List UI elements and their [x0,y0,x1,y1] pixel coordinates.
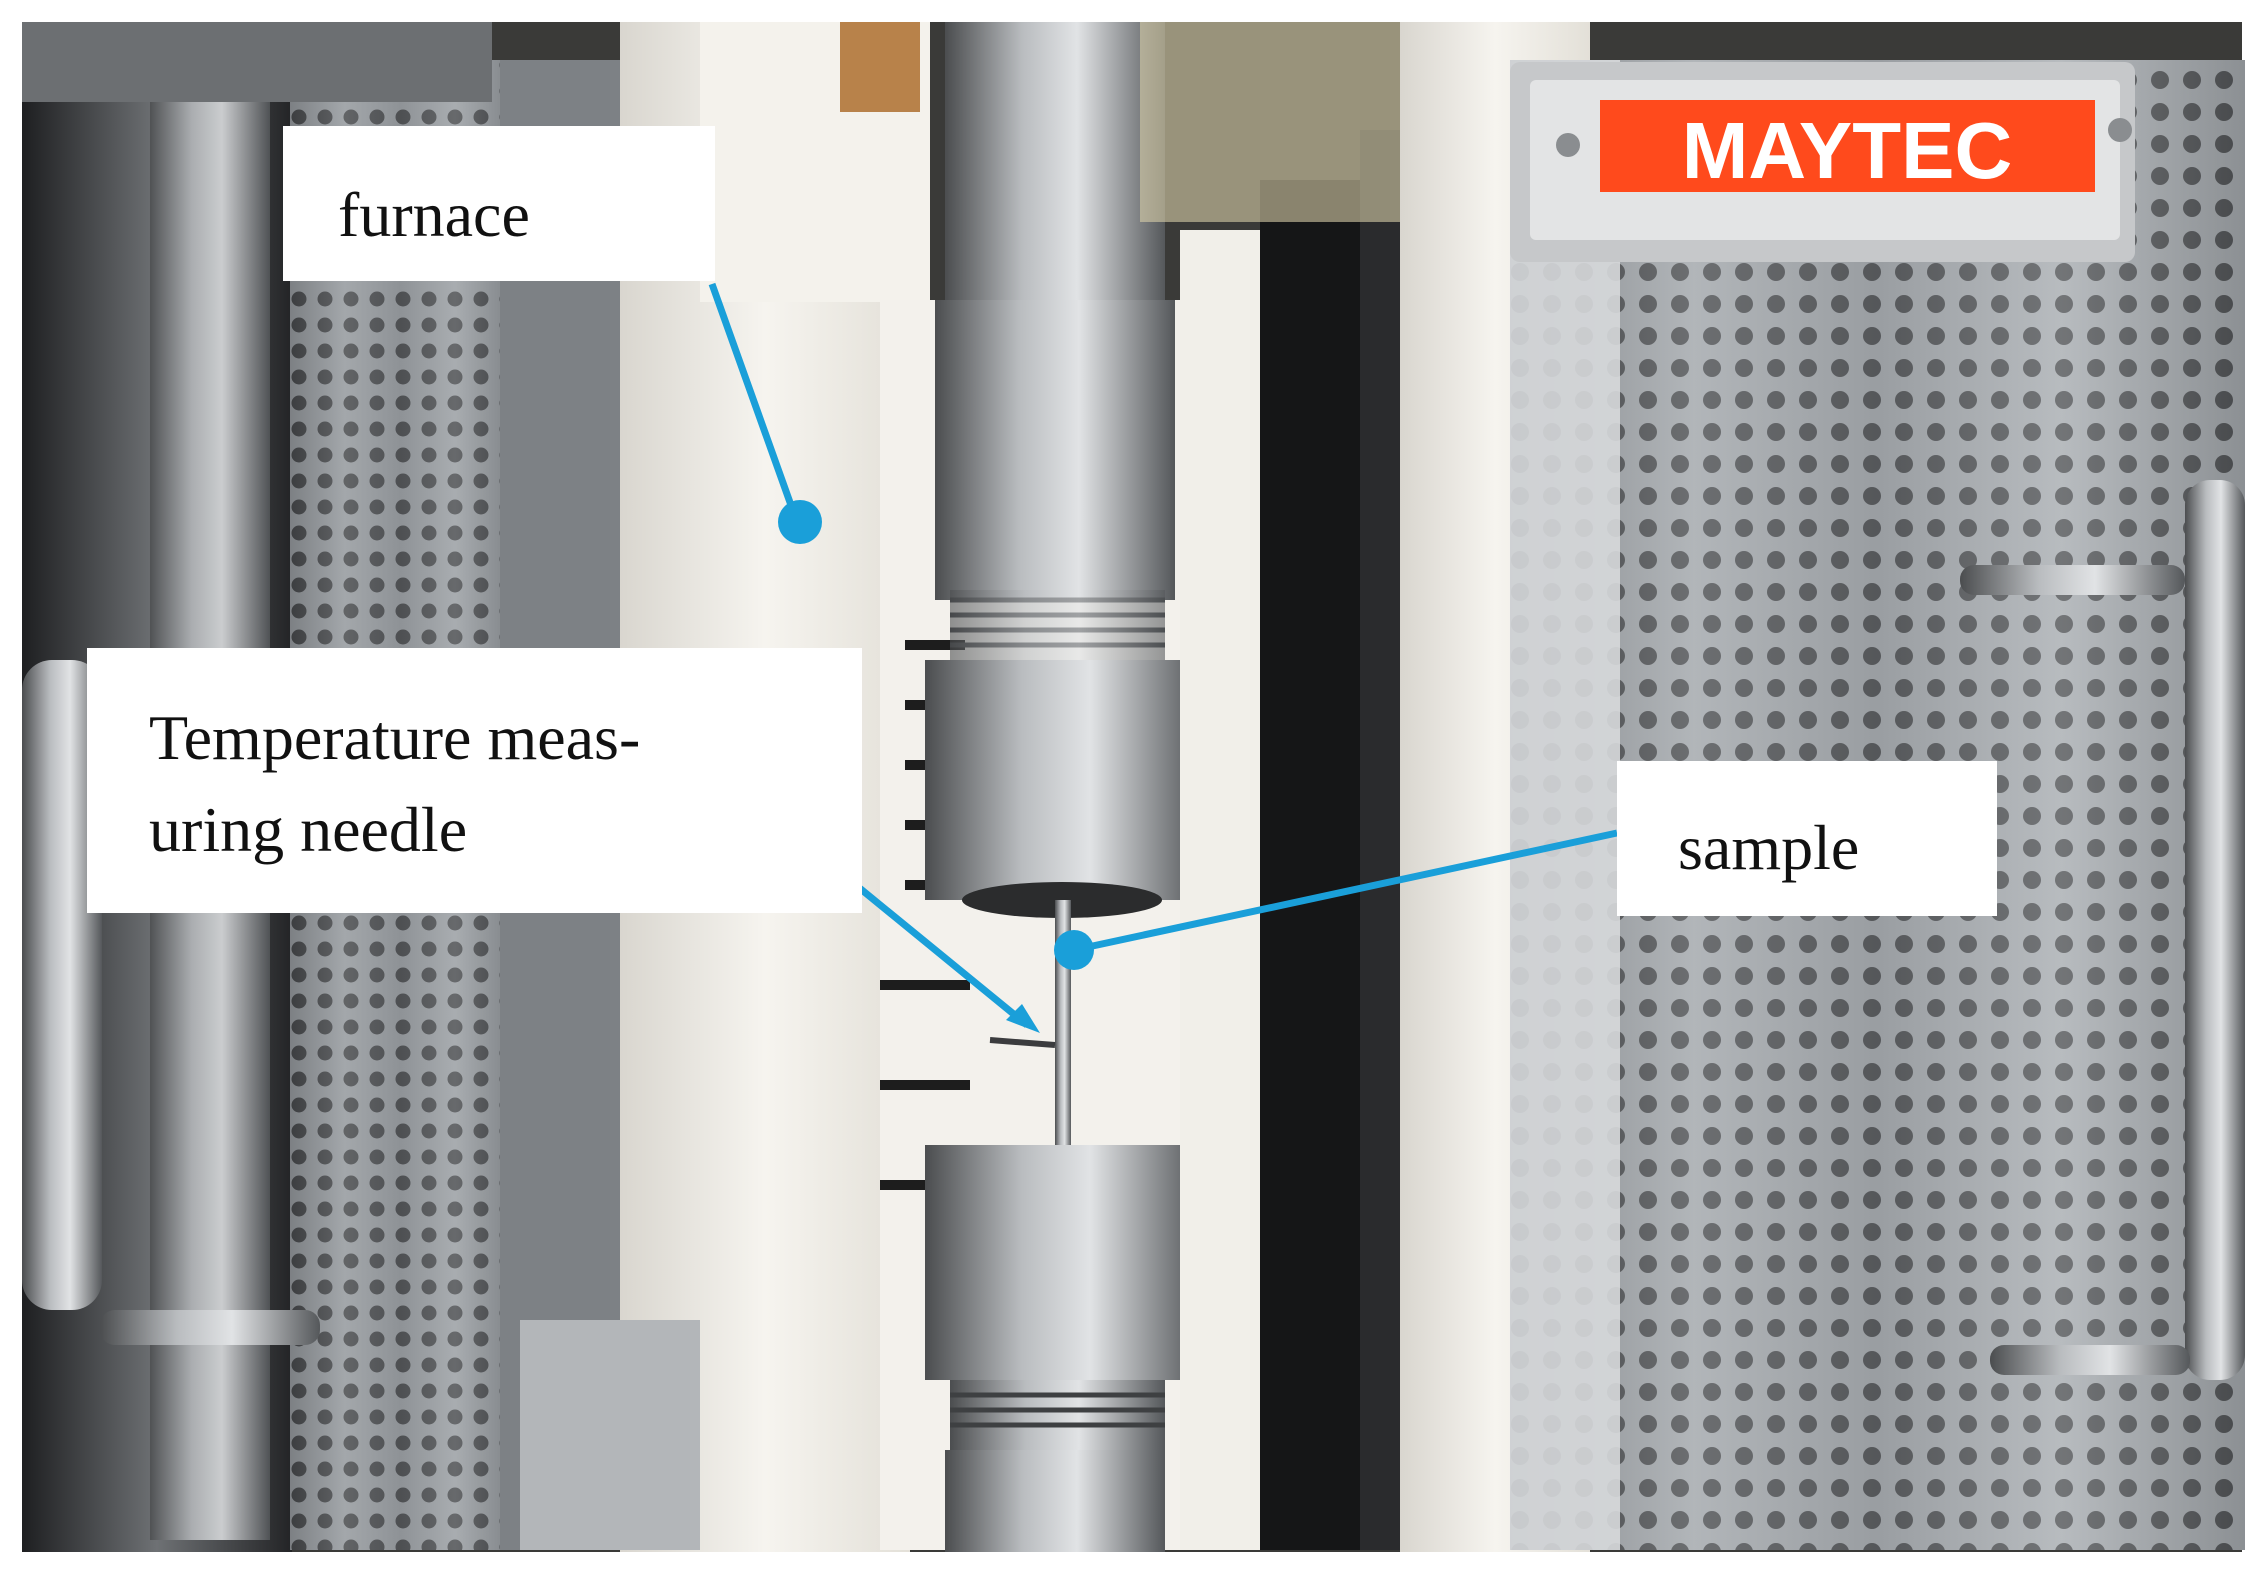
annotation-lines [708,282,1618,1028]
furnace-leader-line [708,282,801,524]
sample-marker-dot [1054,930,1094,970]
left-hinge-handle [22,660,102,1310]
needle-arrowhead [1006,1004,1040,1033]
needle-leader-line [854,883,1030,1028]
sample-label-text: sample [1678,812,1860,883]
top-left-bracket [22,22,492,102]
upper-pull-rod [945,22,1165,312]
furnace-label: furnace [283,126,715,281]
needle-label-line-1: Temperature meas- [149,702,641,773]
maytec-logo-text: MAYTEC [1682,106,2012,195]
right-hinge-handle [2185,480,2245,1380]
temperature-needle-label: Temperature meas- uring needle [87,648,862,913]
dark-frame [1260,180,1370,1550]
sample-label: sample [1617,761,1997,916]
maytec-logo-bg [1600,100,2095,192]
furnace-label-text: furnace [338,179,530,250]
sample-leader-line [1073,829,1618,954]
temperature-needle [989,1037,1056,1048]
needle-label-line-2: uring needle [149,794,468,865]
furnace-marker-dot [778,500,822,544]
upper-grip [925,660,1200,900]
lower-grip [925,1145,1200,1380]
